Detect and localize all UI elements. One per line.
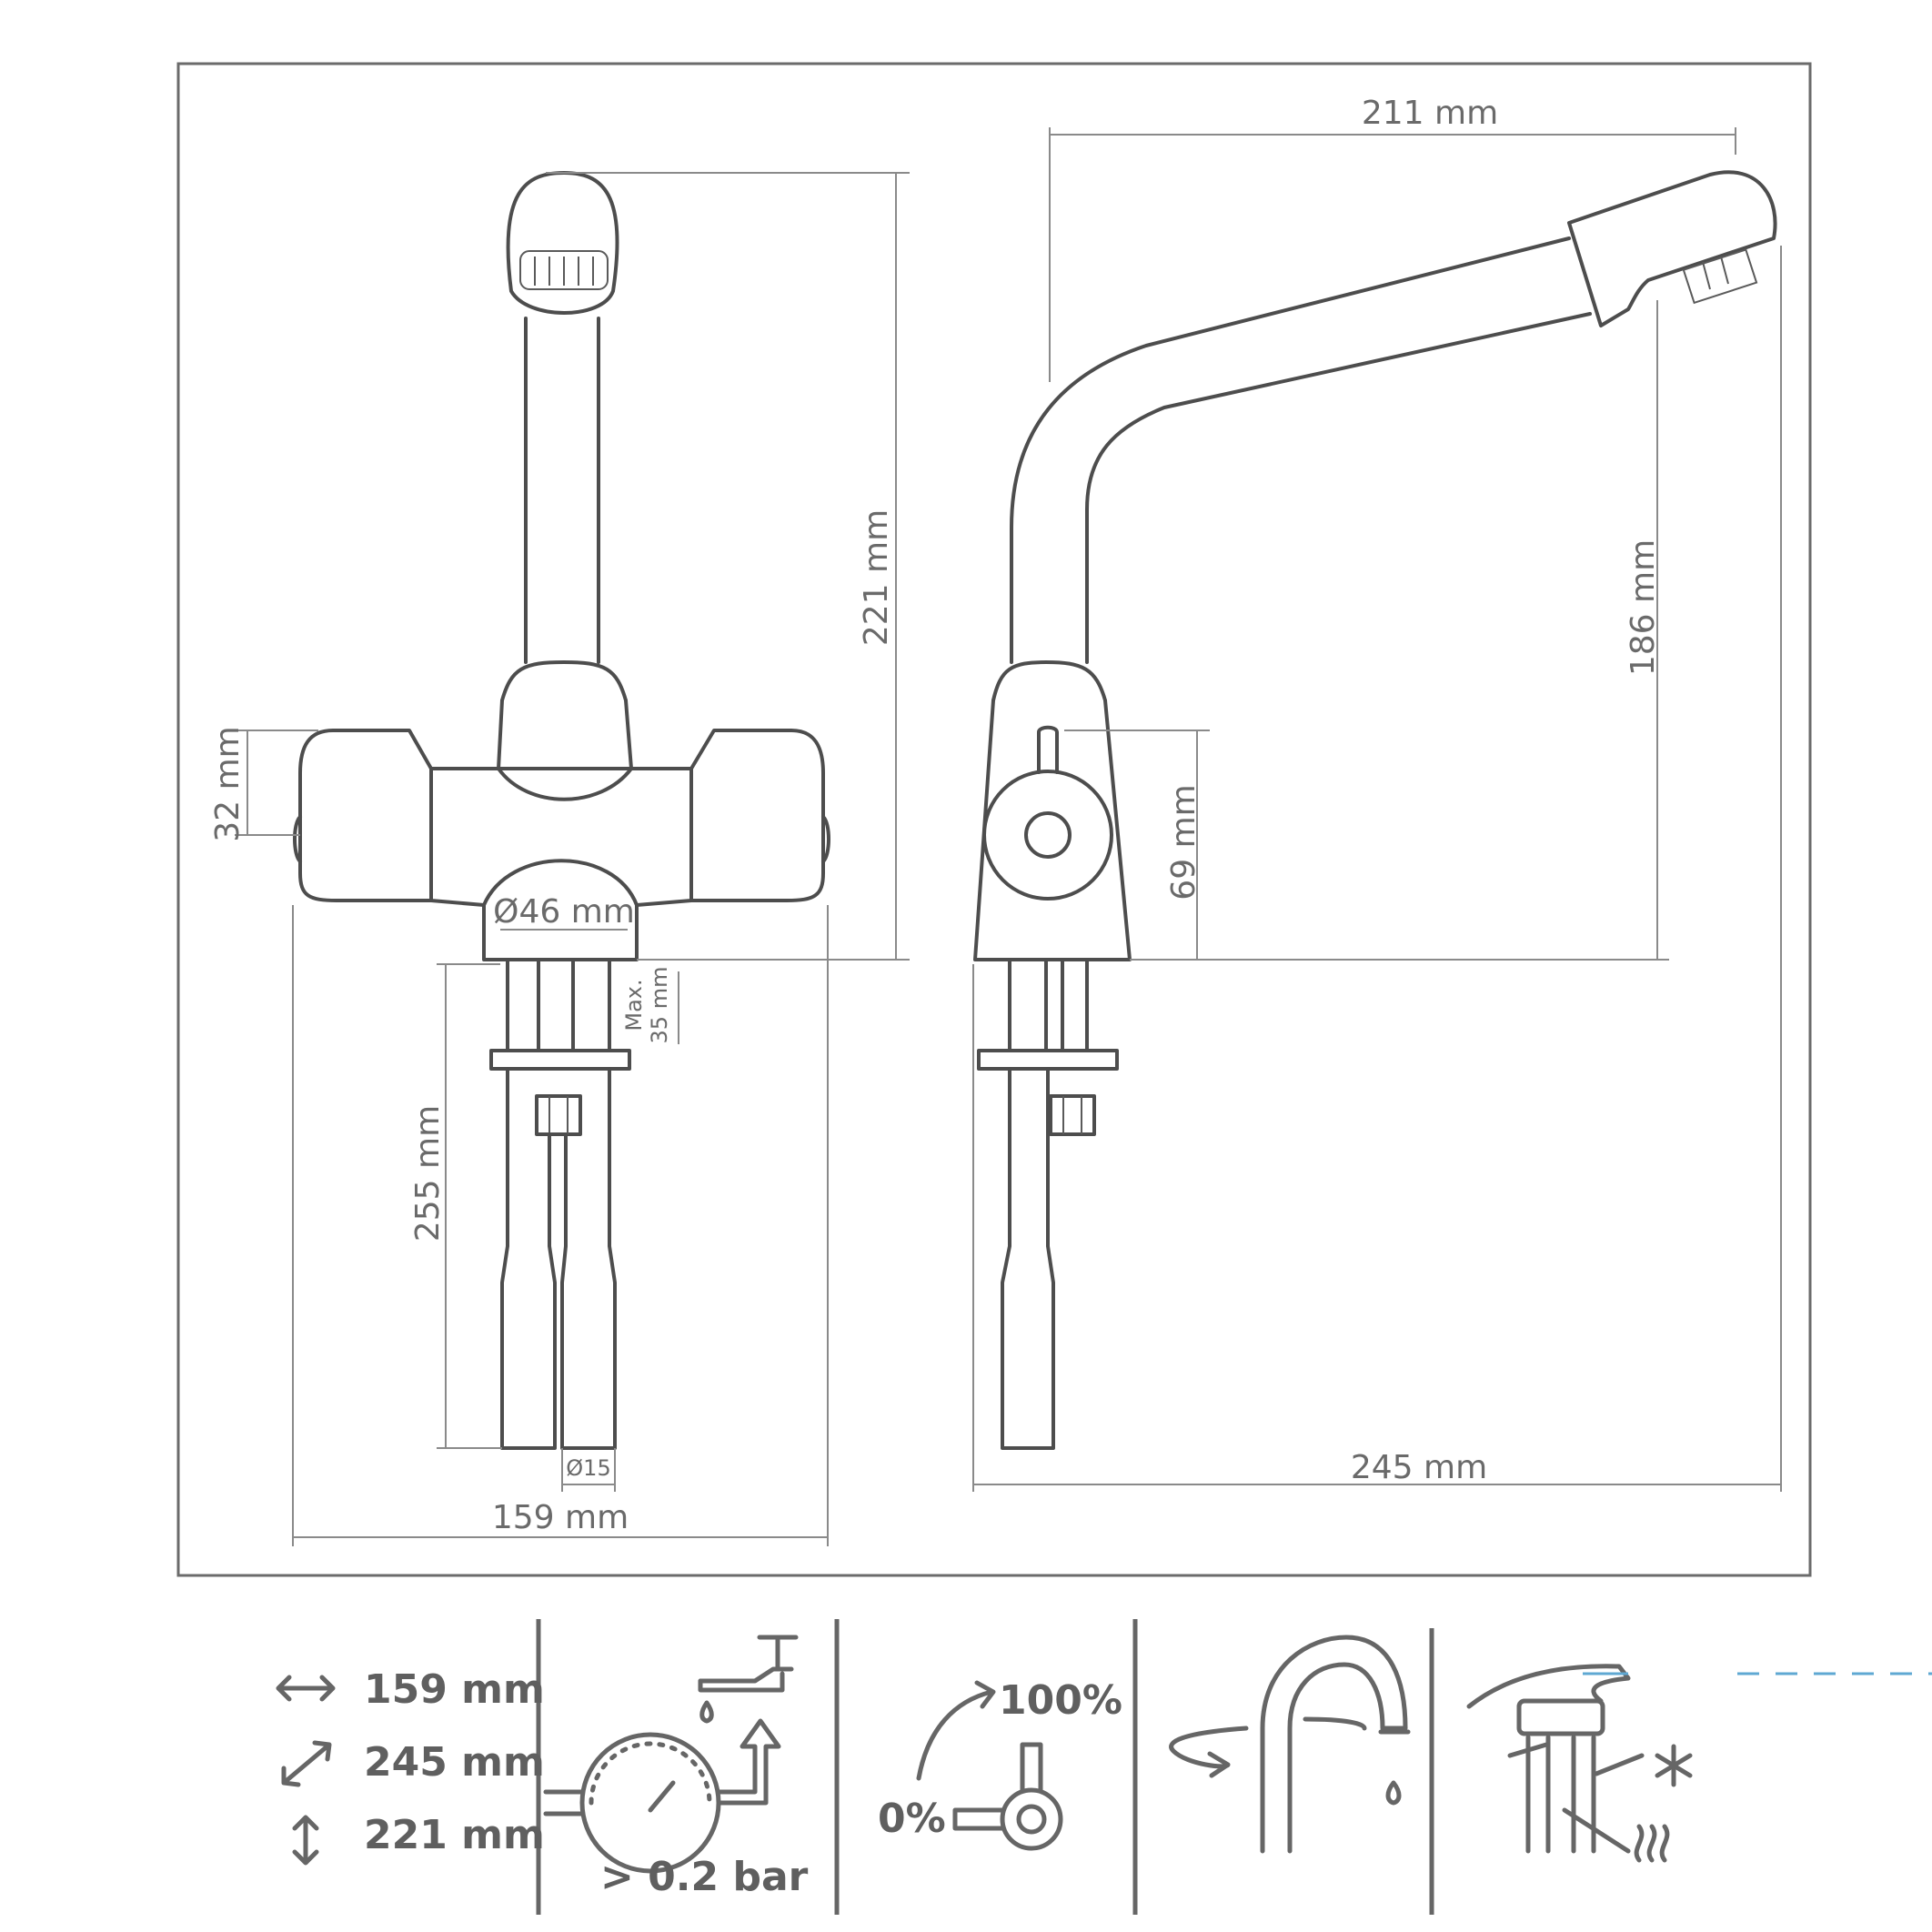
left-handle [298,729,433,902]
nut-side [1049,1094,1096,1136]
aerator-front [519,250,609,290]
body-front [497,699,633,801]
spout-arm-inner [1085,312,1592,664]
lever-min-text: 0% [878,1796,946,1842]
collar-side [991,660,1107,702]
pressure-gauge-icon: > 0.2 bar [543,1635,809,1900]
nut-front [535,1094,582,1136]
max-label: Max. [621,979,647,1031]
side-view [973,170,1777,1450]
hose-side [1001,1067,1055,1450]
heat-waves-icon [1634,1824,1670,1863]
front-dimensions: 221 mm 32 mm Ø46 mm Max. 35 mm 255 mm Ø1… [209,172,910,1546]
handle-height-label: 32 mm [209,726,247,841]
hose-left [500,1067,557,1450]
hose-right [560,1067,617,1450]
front-view [293,171,830,1450]
pressure-text: > 0.2 bar [600,1854,809,1900]
front-height-label: 221 mm [858,509,895,646]
drawing-frame [176,62,1812,1577]
dim-width-text: 159 mm [364,1666,545,1713]
mounting-plate-front [489,1049,631,1071]
width-label: 159 mm [492,1499,629,1536]
right-handle [689,729,825,902]
side-dimensions: 211 mm 186 mm 69 mm 245 mm [972,95,1782,1492]
lever-side [982,770,1113,901]
hot-cold-aerator-icon [1466,1664,1693,1863]
snowflake-icon [1655,1744,1693,1787]
base-dome [482,859,639,907]
depth-label: 245 mm [1351,1449,1487,1486]
spout-head-side [1567,170,1777,327]
max-thickness-label: 35 mm [647,967,672,1044]
hose-length-label: 255 mm [409,1105,447,1242]
dim-height-text: 221 mm [364,1812,545,1858]
feature-icons: 159 mm 245 mm 221 mm > 0.2 bar 0% 100% [276,1619,1932,1915]
hose-diameter-label: Ø15 [566,1455,610,1481]
spout-height-label: 186 mm [1625,539,1662,676]
reach-label: 211 mm [1362,95,1498,132]
body-side [973,699,1132,961]
lever-range-icon: 0% 100% [878,1677,1122,1851]
dimensions-icon: 159 mm 245 mm 221 mm [276,1666,545,1866]
spout-head-front [506,171,619,315]
base-diameter-label: Ø46 mm [493,893,635,931]
swivel-spout-icon [1169,1635,1411,1854]
lever-max-text: 100% [999,1677,1122,1724]
dim-depth-text: 245 mm [364,1739,545,1786]
spout-arm-outer [1010,236,1571,664]
collar-front [500,660,628,702]
lever-height-label: 69 mm [1165,784,1202,900]
mounting-plate-side [977,1049,1119,1071]
